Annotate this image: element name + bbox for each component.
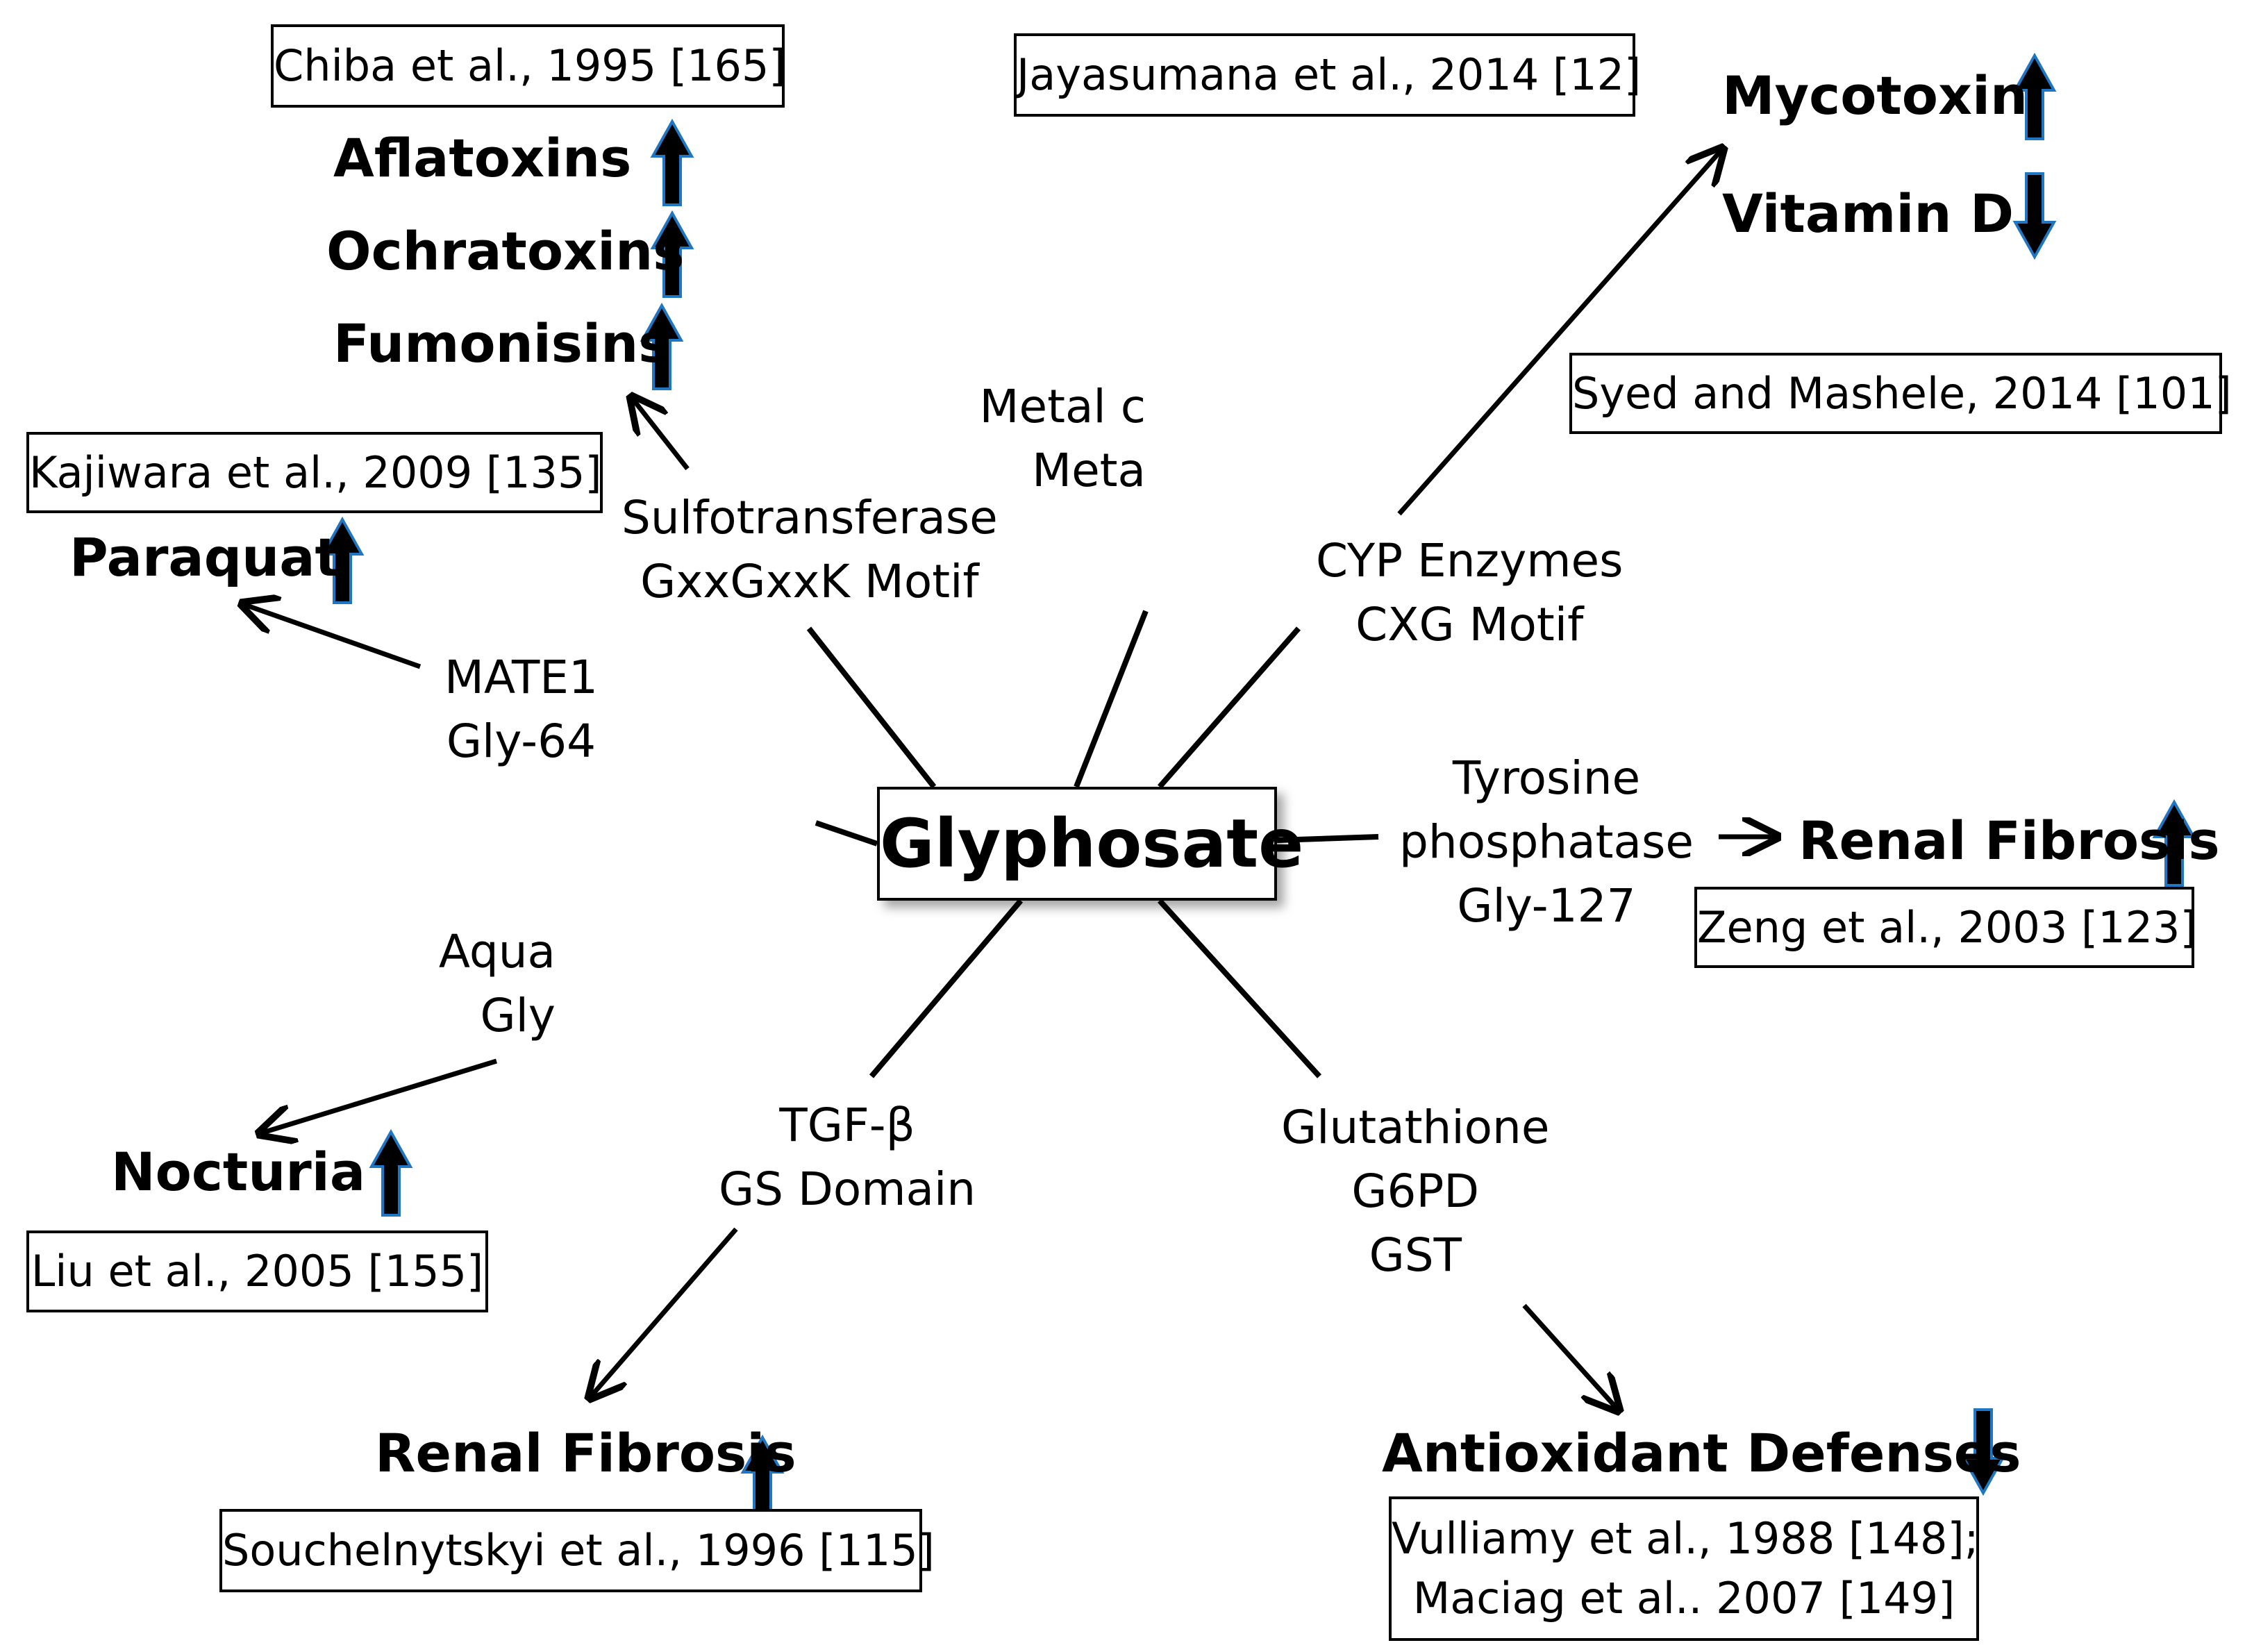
reference-line: Liu et al., 2005 [155] (31, 1246, 484, 1296)
target-line: Gly-64 (446, 715, 596, 768)
spoke-tyrosine (1276, 834, 1379, 843)
spoke-cyp (1157, 626, 1301, 789)
target-line: GST (1369, 1228, 1462, 1282)
reference-jayasumana: Jayasumana et al., 2014 [12] (1014, 33, 1642, 117)
reference-line: Kajiwara et al., 2009 [135] (29, 447, 602, 498)
arrow-to-paraquat (243, 604, 422, 669)
target-line: Gly-127 (1457, 879, 1636, 933)
spoke-glutathione (1158, 899, 1321, 1078)
spoke-metal (1074, 610, 1149, 788)
arrow-to-antioxidant (1522, 1303, 1618, 1410)
target-sulfotransferase: Sulfotransferase GxxGxxK Motif (621, 486, 998, 614)
down-arrow-icon (1961, 1408, 2005, 1496)
target-tgf-beta: TGF-β GS Domain (719, 1094, 976, 1221)
reference-line: Vulliamy et al., 1988 [148]; (1392, 1513, 1979, 1564)
target-line: G6PD (1351, 1165, 1480, 1218)
outcome-renal-fibrosis-right: Renal Fibrosis (1798, 810, 2220, 871)
outcome-nocturia: Nocturia (111, 1141, 366, 1203)
target-cyp: CYP Enzymes CXG Motif (1316, 529, 1624, 657)
target-line: Sulfotransferase (621, 491, 998, 544)
target-line: TGF-β (779, 1099, 915, 1152)
reference-line: Jayasumana et al., 2014 [12] (1017, 49, 1642, 100)
target-line: CYP Enzymes (1316, 534, 1624, 587)
arrow-to-mycotoxin (1397, 149, 1722, 516)
target-line: Aqua (438, 925, 556, 978)
up-arrow-icon (369, 1128, 413, 1217)
reference-liu: Liu et al., 2005 [155] (26, 1230, 488, 1312)
target-line: Metal c (979, 380, 1146, 433)
target-line: Gly (480, 989, 556, 1042)
target-line: phosphatase (1399, 815, 1694, 869)
outcome-renal-fibrosis-bottom: Renal Fibrosis (375, 1422, 796, 1484)
up-arrow-icon (2012, 52, 2057, 140)
up-arrow-icon (320, 516, 365, 604)
reference-line: Syed and Mashele, 2014 [101] (1572, 367, 2232, 419)
target-line: Tyrosine (1452, 751, 1641, 805)
reference-line: Chiba et al., 1995 [165] (274, 40, 786, 91)
reference-line: Souchelnytskyi et al., 1996 [115] (222, 1525, 935, 1576)
outcome-mycotoxin: Mycotoxin (1722, 65, 2028, 126)
reference-zeng: Zeng et al., 2003 [123] (1694, 887, 2197, 968)
up-arrow-icon (650, 210, 694, 298)
reference-kajiwara: Kajiwara et al., 2009 [135] (26, 432, 603, 513)
target-line: MATE1 (444, 651, 598, 704)
target-line: GS Domain (719, 1162, 976, 1216)
target-glutathione: Glutathione G6PD GST (1281, 1096, 1550, 1287)
target-tyrosine-phosphatase: Tyrosine phosphatase Gly-127 (1399, 746, 1694, 938)
up-arrow-icon (640, 302, 684, 390)
up-arrow-icon (2152, 799, 2196, 887)
arrow-to-fumonisins (632, 398, 690, 471)
target-aqua: Aqua Gly (403, 920, 556, 1048)
up-arrow-icon (650, 118, 694, 206)
outcome-antioxidant-defenses: Antioxidant Defenses (1382, 1422, 2021, 1484)
reference-chiba: Chiba et al., 1995 [165] (271, 24, 786, 108)
glyphosate-hub: Glyphosate (877, 787, 1303, 901)
spoke-tgf (869, 899, 1024, 1078)
reference-line: Zeng et al., 2003 [123] (1697, 901, 2197, 953)
target-line: GxxGxxK Motif (640, 555, 979, 608)
outcome-ochratoxins: Ochratoxins (326, 220, 685, 282)
outcome-paraquat: Paraquat (69, 526, 340, 588)
target-line: Meta (1032, 444, 1146, 497)
down-arrow-icon (2012, 172, 2057, 260)
target-line: CXG Motif (1355, 598, 1584, 651)
spoke-sulfotransferase (806, 626, 937, 789)
target-metal: Metal c Meta (965, 375, 1146, 503)
reference-vulliamy-maciag: Vulliamy et al., 1988 [148]; Maciag et a… (1389, 1496, 1979, 1641)
outcome-vitamin-d: Vitamin D (1722, 183, 2014, 244)
reference-souchelnytskyi: Souchelnytskyi et al., 1996 [115] (219, 1509, 935, 1592)
up-arrow-icon (740, 1434, 785, 1522)
reference-line: Maciag et al.. 2007 [149] (1412, 1573, 1955, 1624)
arrow-to-renal-fibrosis-bottom (590, 1227, 738, 1397)
arrow-to-nocturia (260, 1058, 498, 1133)
target-mate1: MATE1 Gly-64 (444, 646, 598, 774)
outcome-fumonisins: Fumonisins (333, 312, 670, 374)
reference-syed: Syed and Mashele, 2014 [101] (1569, 353, 2232, 434)
outcome-aflatoxins: Aflatoxins (333, 127, 632, 189)
spoke-mate1 (815, 820, 878, 846)
target-line: Glutathione (1281, 1101, 1550, 1154)
